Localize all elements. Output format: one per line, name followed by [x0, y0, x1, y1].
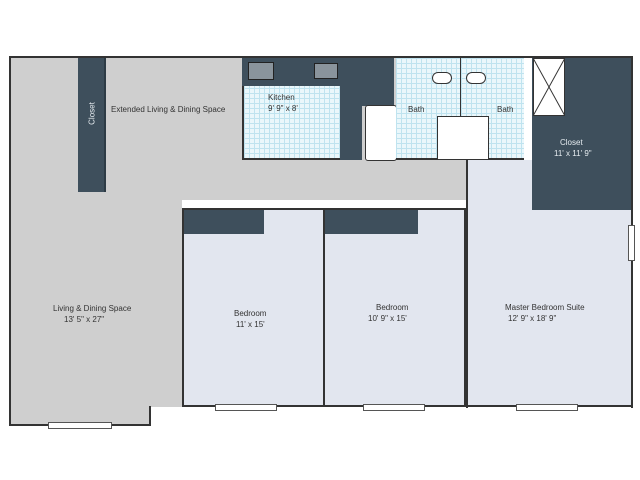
shaft-x-icon — [533, 58, 565, 116]
bedroom-2-size: 10' 9" x 15' — [368, 314, 407, 323]
window — [48, 422, 112, 429]
stove-icon — [248, 62, 274, 80]
living-size: 13' 5" x 27" — [64, 315, 105, 324]
master-size: 12' 9" x 18' 9" — [508, 314, 557, 323]
bedroom-1-label: Bedroom — [234, 309, 267, 318]
closet-left — [78, 58, 106, 192]
toilet-icon — [466, 72, 486, 84]
living-label: Living & Dining Space — [53, 304, 132, 313]
window — [628, 225, 635, 261]
bath-cabinet — [362, 58, 394, 106]
toilet-icon — [432, 72, 452, 84]
sink-icon — [314, 63, 338, 79]
bedroom-2-closet — [325, 210, 418, 234]
bath-2-label: Bath — [497, 105, 514, 114]
extended-living-label: Extended Living & Dining Space — [111, 105, 226, 114]
bedroom-1-size: 11' x 15' — [236, 320, 265, 329]
window — [363, 404, 425, 411]
closet-right-size: 11' x 11' 9" — [554, 149, 592, 158]
bathtub-icon — [365, 105, 397, 161]
bedroom-2 — [325, 208, 466, 407]
kitchen-size: 9' 9" x 8' — [268, 104, 298, 113]
closet-right-label: Closet — [560, 138, 583, 147]
kitchen-counter-side — [340, 58, 362, 160]
master-label: Master Bedroom Suite — [505, 303, 585, 312]
bedroom-1-closet — [184, 210, 264, 234]
kitchen-label: Kitchen — [268, 93, 295, 102]
sink-counter — [437, 116, 489, 160]
bedroom-2-label: Bedroom — [376, 303, 409, 312]
closet-right-lower — [532, 160, 632, 210]
window — [215, 404, 277, 411]
closet-left-label: Closet — [87, 102, 97, 125]
bath-1-label: Bath — [408, 105, 425, 114]
window — [516, 404, 578, 411]
